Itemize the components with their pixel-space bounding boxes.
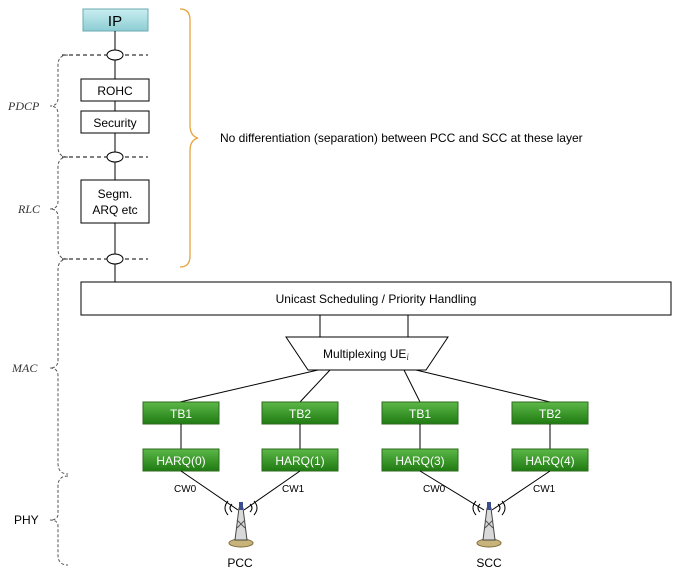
- scc-antenna-icon: [472, 500, 506, 548]
- segm-label: Segm.: [98, 187, 133, 201]
- pdcp-brace: [49, 54, 69, 158]
- security-label: Security: [93, 116, 136, 130]
- pdcp-layer-label: PDCP: [7, 99, 40, 113]
- no-differentiation-note: No differentiation (separation) between …: [220, 131, 583, 145]
- arq-label: ARQ etc: [92, 203, 137, 217]
- cw1-scc-label: CW1: [533, 484, 556, 495]
- phy-brace: [49, 475, 69, 566]
- rohc-label: ROHC: [97, 84, 133, 98]
- multiplexing-trapezoid: [285, 336, 449, 371]
- tb2-pcc-label: TB2: [289, 407, 311, 421]
- segm-arq-box: [80, 179, 150, 224]
- harq1-label: HARQ(1): [275, 454, 324, 468]
- cw0-pcc-label: CW0: [174, 484, 197, 495]
- mac-brace: [49, 258, 69, 475]
- security-box: [80, 110, 150, 134]
- harq0-label: HARQ(0): [156, 454, 205, 468]
- rlc-brace: [49, 156, 69, 260]
- ip-label: IP: [108, 13, 122, 30]
- harq3-label: HARQ(3): [395, 454, 444, 468]
- multiplexing-label: Multiplexing UEi: [323, 347, 409, 362]
- mac-layer-label: MAC: [11, 361, 38, 375]
- scheduling-label: Unicast Scheduling / Priority Handling: [276, 292, 477, 306]
- pcc-antenna-icon: [224, 500, 258, 548]
- pcc-label: PCC: [227, 556, 253, 570]
- cw0-scc-label: CW0: [423, 484, 446, 495]
- harq4-label: HARQ(4): [525, 454, 574, 468]
- tb1-pcc-label: TB1: [170, 407, 192, 421]
- upper-layers-brace: [179, 8, 199, 268]
- scc-label: SCC: [476, 556, 502, 570]
- tb2-scc-label: TB2: [539, 407, 561, 421]
- phy-layer-label: PHY: [14, 513, 39, 527]
- cw1-pcc-label: CW1: [282, 484, 305, 495]
- tb1-scc-label: TB1: [409, 407, 431, 421]
- rlc-layer-label: RLC: [17, 202, 41, 216]
- rohc-box: [80, 78, 150, 102]
- sap-circle-ip-pdcp: [106, 49, 124, 61]
- scheduling-box: [80, 281, 672, 316]
- sap-circle-pdcp-rlc: [106, 151, 124, 163]
- sap-circle-rlc-mac: [106, 253, 124, 265]
